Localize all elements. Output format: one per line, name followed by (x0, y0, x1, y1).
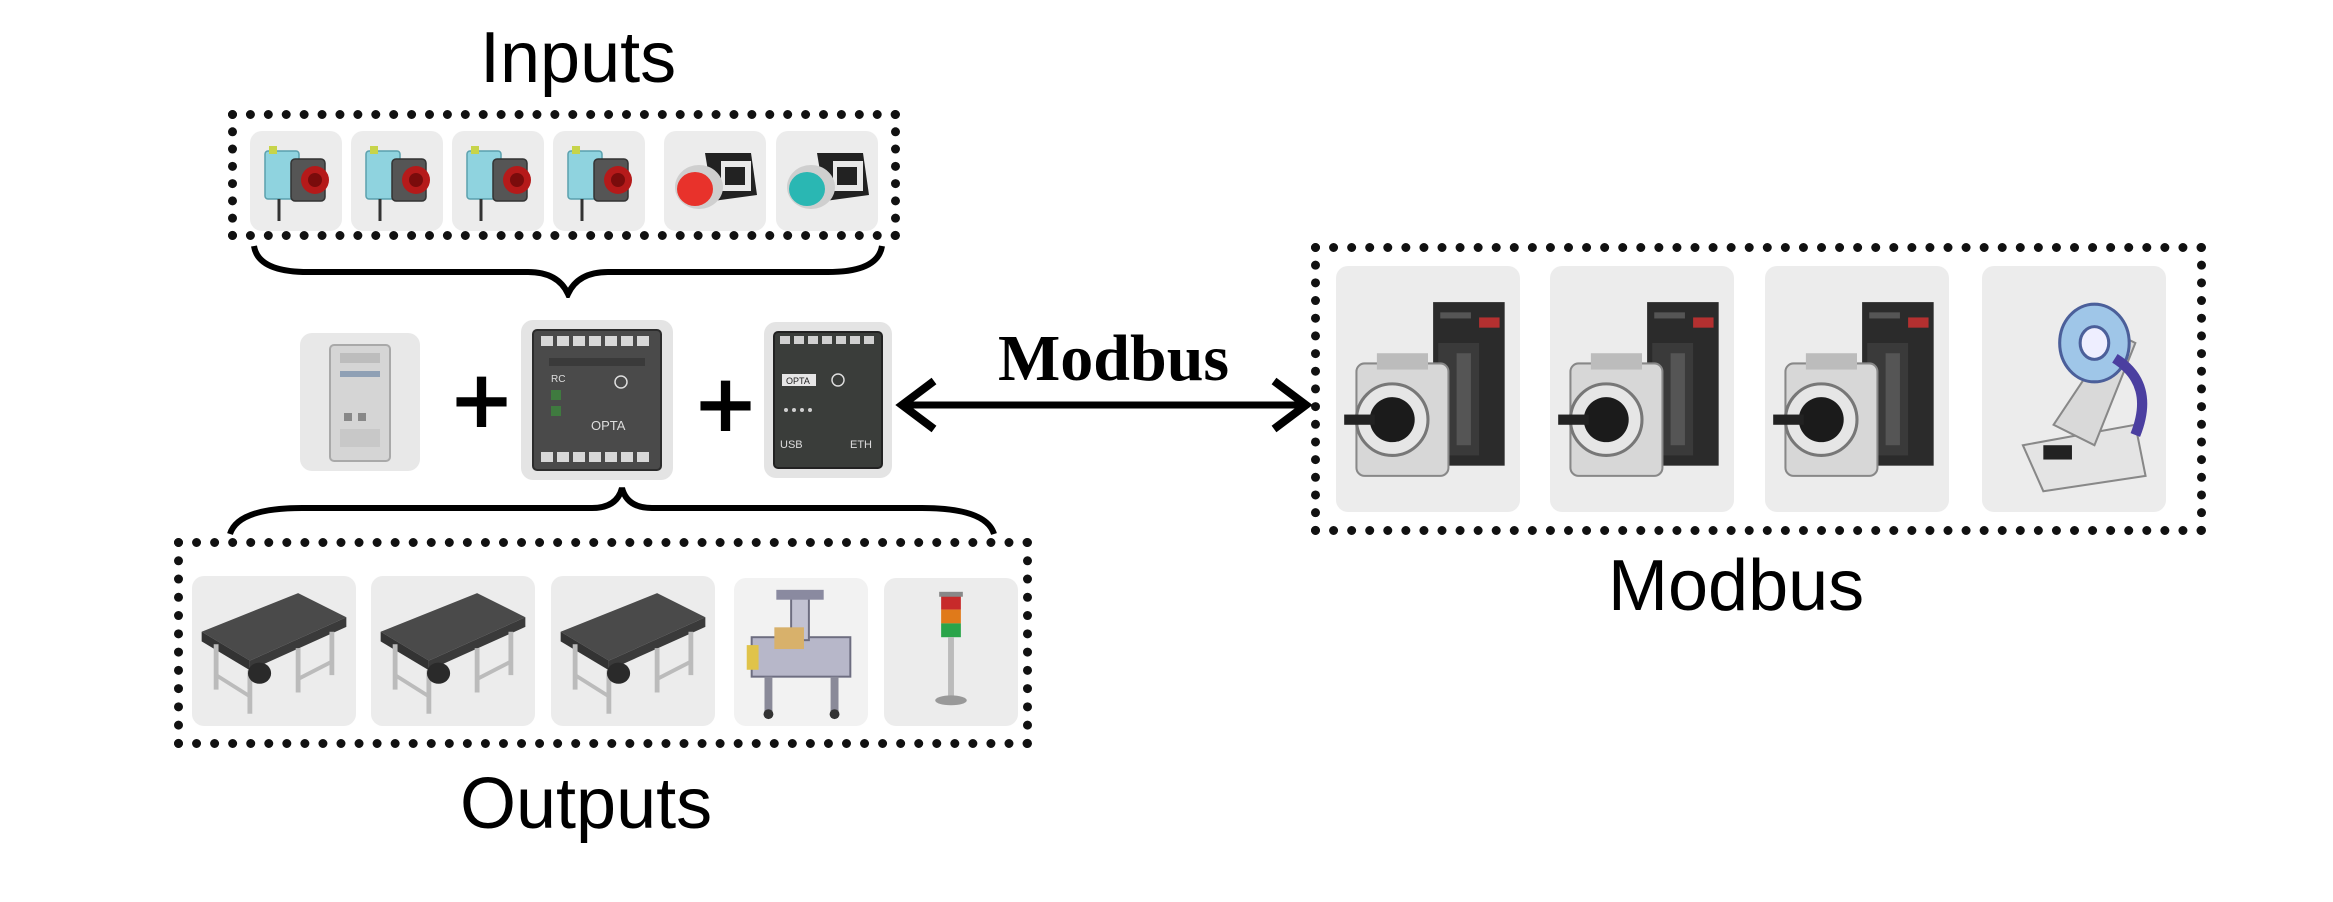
inputs-label: Inputs (480, 18, 677, 98)
opta-expansion-text: OPTA (786, 376, 810, 386)
usb-port-label: USB (780, 439, 803, 451)
input-device (776, 131, 878, 231)
output-device (884, 578, 1018, 726)
photoelectric-sensor-icon (250, 131, 342, 231)
power-supply-icon (329, 344, 391, 462)
modbus-group-label: Modbus (1608, 546, 1865, 626)
output-device (734, 578, 868, 726)
output-device (192, 576, 356, 726)
opta-plc-text: OPTA (591, 418, 626, 433)
input-device (351, 131, 443, 231)
modbus-group-box (1311, 243, 2206, 535)
opta-expansion-module: OPTA USB ETH (764, 322, 892, 478)
photoelectric-sensor-icon (452, 131, 544, 231)
conveyor-icon (551, 576, 715, 726)
outputs-label: Outputs (460, 764, 713, 844)
input-device (452, 131, 544, 231)
modbus-device (1550, 266, 1734, 512)
outputs-brace (227, 487, 997, 536)
output-device (551, 576, 715, 726)
eth-port-label: ETH (850, 439, 872, 451)
modbus-link-label: Modbus (998, 322, 1230, 395)
conveyor-icon (371, 576, 535, 726)
modbus-device (1982, 266, 2166, 512)
plus-sign: + (448, 353, 516, 446)
input-device (553, 131, 645, 231)
opta-expansion-icon: OPTA USB ETH (773, 331, 883, 469)
modbus-arrow (895, 377, 1313, 433)
power-supply-module (300, 333, 420, 471)
svg-text:RC: RC (551, 374, 565, 385)
teal-pushbutton-icon (776, 131, 878, 231)
output-device (371, 576, 535, 726)
outputs-group-box (174, 538, 1032, 748)
photoelectric-sensor-icon (351, 131, 443, 231)
servo-motor-drive-icon (1336, 266, 1520, 512)
plus-sign: + (692, 357, 760, 450)
servo-motor-drive-icon (1550, 266, 1734, 512)
input-device (664, 131, 766, 231)
photoelectric-sensor-icon (553, 131, 645, 231)
label-applicator-icon (1982, 266, 2166, 512)
input-device (250, 131, 342, 231)
inputs-brace (251, 245, 885, 298)
inputs-group-box (228, 110, 900, 240)
modbus-device (1765, 266, 1949, 512)
servo-motor-drive-icon (1765, 266, 1949, 512)
modbus-device (1336, 266, 1520, 512)
carton-sealer-icon (734, 578, 868, 726)
opta-plc-icon: RC OPTA (532, 329, 662, 471)
opta-main-plc: RC OPTA (521, 320, 673, 480)
stack-light-icon (884, 578, 1018, 726)
conveyor-icon (192, 576, 356, 726)
red-pushbutton-icon (664, 131, 766, 231)
